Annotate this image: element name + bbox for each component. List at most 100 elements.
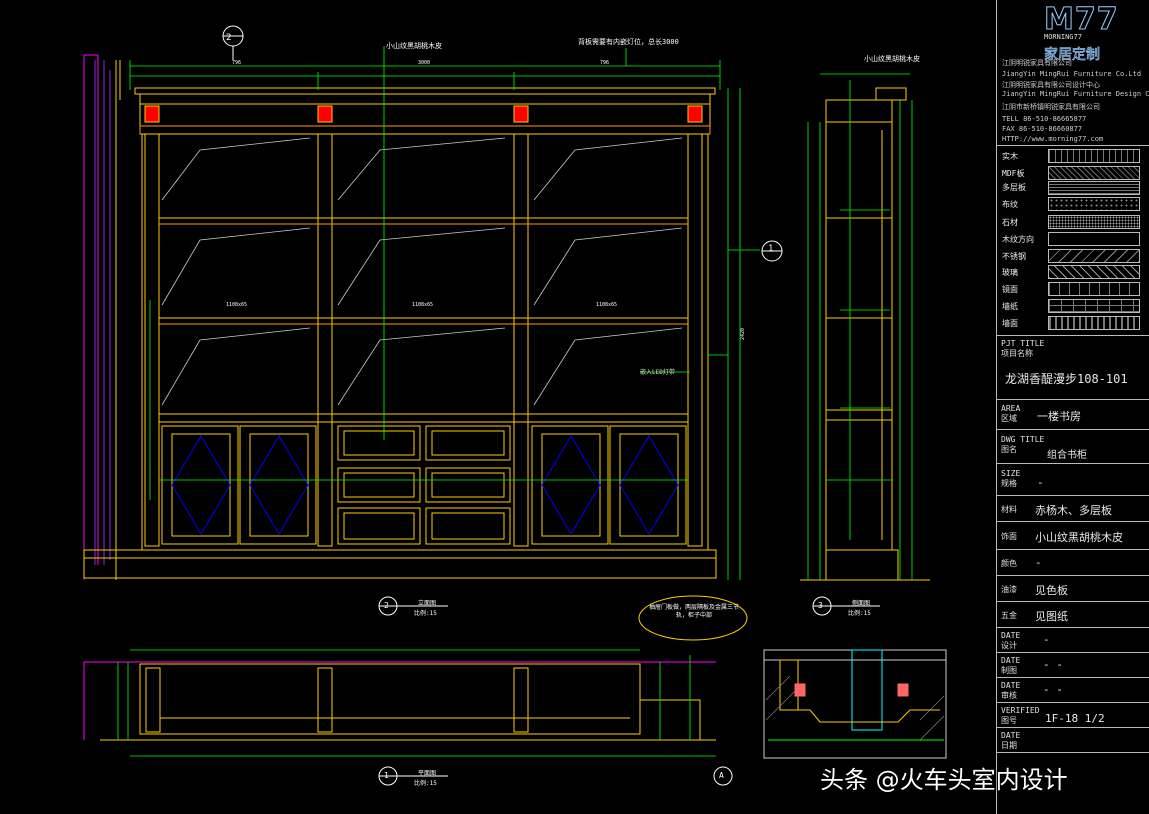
- company-logo: M77: [1044, 2, 1119, 38]
- section-marker-a: A: [719, 771, 724, 780]
- side-note: 小山纹黑胡桃木皮: [864, 55, 920, 63]
- top-section-marker: [222, 25, 244, 60]
- material-name: 布纹: [1002, 200, 1018, 209]
- right-section-marker: [761, 240, 783, 262]
- veneer-cell: 饰面 小山纹黑胡桃木皮: [997, 521, 1149, 549]
- top-marker-number: 2: [226, 33, 232, 43]
- company-fax: FAX 86-510-86660877: [1002, 125, 1083, 133]
- color-value: -: [1035, 556, 1042, 569]
- front-marker-number: 2: [384, 601, 389, 610]
- front-view-label: [378, 596, 448, 616]
- hardware-cell: 五金 见图纸: [997, 601, 1149, 627]
- material-value: 赤杨木、多层板: [1035, 504, 1112, 517]
- size-cell: SIZE 规格 -: [997, 463, 1149, 495]
- svg-text:2420: 2420: [740, 328, 746, 340]
- check-cell: DATE 审核 - -: [997, 677, 1149, 702]
- revision-cloud: [638, 595, 748, 641]
- glass-note: 小山纹黑胡桃木皮: [386, 42, 442, 50]
- hardware-value: 见图纸: [1035, 610, 1068, 623]
- paint-cn: 油漆: [1001, 585, 1017, 594]
- top-dim-note: 背板需要有内嵌灯位，总长3000: [578, 38, 679, 46]
- plan-view-title: 平面图: [418, 770, 437, 777]
- size-cn: 规格: [1001, 479, 1017, 488]
- project-title: 龙湖香醍漫步108-101: [1005, 372, 1128, 386]
- watermark: 头条 @火车头室内设计: [820, 766, 1068, 794]
- color-cn: 颜色: [1001, 559, 1017, 568]
- side-view-title: 侧面图: [852, 600, 871, 607]
- right-marker-number: 1: [768, 244, 774, 254]
- svg-text:1108x65: 1108x65: [226, 302, 247, 308]
- drawing-no-cn: 图号: [1001, 716, 1017, 725]
- material-name: 玻璃: [1002, 268, 1018, 277]
- side-dimensions: [807, 73, 913, 580]
- front-elevation: [83, 87, 717, 579]
- plan-view-scale: 比例:15: [414, 780, 437, 787]
- area-label: AREA: [1001, 404, 1021, 413]
- hatch-stainless: [1048, 249, 1140, 263]
- hatch-plywood: [1048, 181, 1140, 195]
- paint-value: 见色板: [1035, 584, 1068, 597]
- material-name: 墙纸: [1002, 302, 1018, 311]
- svg-text:3000: 3000: [418, 60, 430, 66]
- detail-hatch: [765, 675, 945, 741]
- check-value: - -: [1043, 683, 1063, 696]
- hatch-fabric: [1048, 197, 1140, 211]
- dwg-title-label: DWG TITLE: [1001, 435, 1045, 444]
- date2-label: DATE: [1001, 731, 1021, 740]
- design-cell: DATE 设计 -: [997, 627, 1149, 652]
- material-name: 墙面: [1002, 319, 1018, 328]
- hatch-grain-direction: [1048, 232, 1140, 246]
- drawing-no-value: 1F-18 1/2: [1045, 712, 1105, 725]
- dwg-title-cn: 图名: [1001, 445, 1017, 454]
- material-name: 镜面: [1002, 285, 1018, 294]
- company-tel: TELL 86-510-86665877: [1002, 115, 1087, 123]
- side-view-label: [812, 596, 880, 616]
- company-cn-name: 江阴明锐家具有限公司: [1002, 59, 1072, 67]
- svg-text:796: 796: [600, 60, 609, 66]
- side-marker-number: 3: [818, 601, 823, 610]
- wall-section-left: [83, 54, 121, 580]
- material-name: 木纹方向: [1002, 235, 1034, 244]
- date-label-2: DATE: [1001, 656, 1021, 665]
- dwg-title-cell: DWG TITLE 图名 组合书柜: [997, 429, 1149, 463]
- company-http: HTTP://www.morning77.com: [1002, 135, 1104, 143]
- front-view-scale: 比例:15: [414, 610, 437, 617]
- area-value: 一楼书房: [1037, 410, 1081, 423]
- company-en-name: JiangYin MingRui Furniture Co.Ltd: [1002, 70, 1142, 78]
- material-name: MDF板: [1002, 169, 1025, 178]
- draw-cn: 制图: [1001, 666, 1017, 675]
- company-logo-sub: MORNING77: [1044, 33, 1082, 41]
- hatch-glass: [1048, 265, 1140, 279]
- hatch-wall: [1048, 316, 1140, 330]
- hatch-stone: [1048, 215, 1140, 229]
- front-dimensions: [129, 46, 760, 580]
- veneer-value: 小山纹黑胡桃木皮: [1035, 531, 1123, 544]
- cloud-note: 抽屉门板做，两层隔板及金属三节轨，柜子中部: [648, 604, 739, 619]
- led-note: 嵌入LED灯带: [640, 369, 675, 376]
- company-address: 江阴市新桥镇明锐家具有限公司: [1002, 103, 1100, 111]
- check-cn: 审核: [1001, 691, 1017, 700]
- dwg-title-value: 组合书柜: [1047, 450, 1087, 461]
- size-value: -: [1037, 476, 1044, 489]
- hatch-mdf: [1048, 166, 1140, 180]
- draw-cell: DATE 制图 - -: [997, 652, 1149, 677]
- hatch-solid-wood: [1048, 149, 1140, 163]
- hardware-cn: 五金: [1001, 611, 1017, 620]
- date2-cn: 日期: [1001, 741, 1017, 750]
- project-title-cn: 项目名称: [1001, 349, 1033, 358]
- material-name: 多层板: [1002, 183, 1026, 192]
- company-logo-name: 家居定制: [1044, 47, 1101, 64]
- paint-cell: 油漆 见色板: [997, 575, 1149, 601]
- detail-section: [763, 649, 947, 759]
- material-name: 不锈钢: [1002, 252, 1026, 261]
- plan-view: [83, 661, 716, 741]
- svg-text:1108x65: 1108x65: [596, 302, 617, 308]
- side-elevation: [800, 87, 930, 581]
- veneer-cn: 饰面: [1001, 532, 1017, 541]
- plan-dimensions: [117, 649, 716, 757]
- material-legend: [997, 145, 1149, 335]
- front-dim-text: 796 3000 796 1108x65 1108x65 1108x65 242…: [226, 60, 746, 340]
- material-cell: 材料 赤杨木、多层板: [997, 495, 1149, 521]
- design-center-cn: 江阴明锐家具有限公司设计中心: [1002, 81, 1100, 89]
